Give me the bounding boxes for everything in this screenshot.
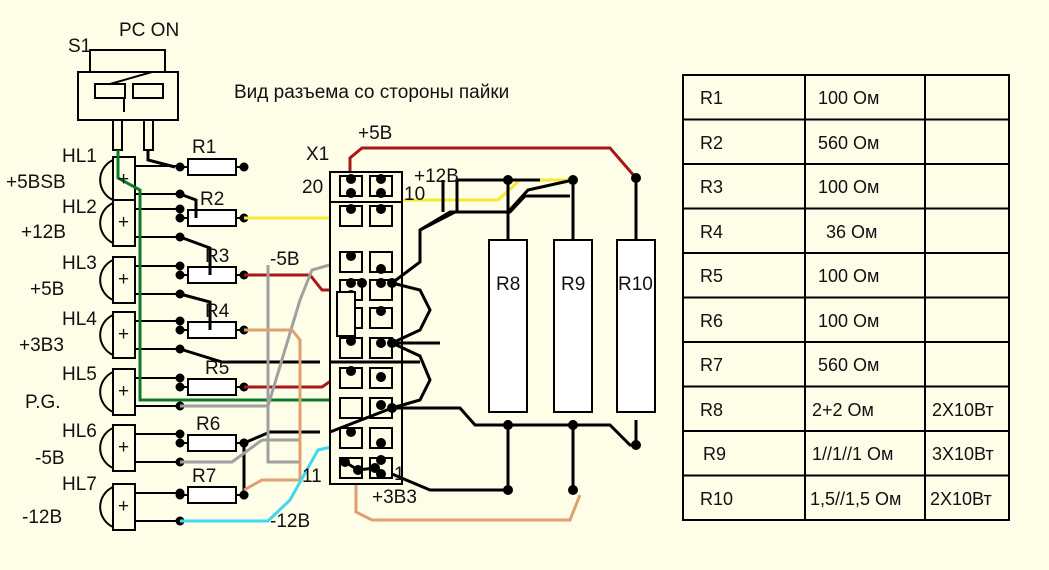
- label-hl3: HL3: [62, 253, 97, 274]
- resistor-r8: [488, 239, 528, 413]
- label-rail-pg: P.G.: [25, 392, 61, 413]
- table-value-5: 100 Ом: [818, 311, 879, 331]
- wire-red-5v: [348, 146, 638, 185]
- resistor-r10: [616, 239, 656, 413]
- resistor-r3: [187, 266, 237, 284]
- label-rail-m5v: -5В: [35, 448, 65, 469]
- led-hl6: [99, 424, 180, 472]
- label-s1: S1: [68, 36, 91, 57]
- table-value-0: 100 Ом: [818, 88, 879, 108]
- table-value-4: 100 Ом: [818, 266, 879, 286]
- label-r5: R5: [205, 358, 229, 379]
- label-x1-12v: +12В: [414, 166, 459, 187]
- connector-x1: [329, 171, 403, 485]
- resistor-r1: [187, 158, 237, 176]
- table-power-9: 2Х10Вт: [930, 489, 992, 509]
- table-ref-0: R1: [700, 88, 723, 108]
- diagram-title: Вид разъема со стороны пайки: [234, 82, 509, 103]
- led-plus-5: +: [118, 381, 129, 402]
- label-r10: R10: [618, 274, 653, 295]
- label-r9: R9: [561, 274, 585, 295]
- label-r7: R7: [192, 466, 216, 487]
- label-pc-on: PC ON: [119, 20, 179, 41]
- label-pin-20: 20: [302, 177, 323, 198]
- wire-cyan-minus12v: [180, 443, 341, 523]
- table-value-2: 100 Ом: [818, 177, 879, 197]
- led-hl2: [99, 199, 180, 247]
- label-x1-3v3: +3В3: [372, 487, 417, 508]
- table-ref-1: R2: [700, 133, 723, 153]
- led-hl4: [99, 311, 180, 359]
- led-hl7: [99, 483, 180, 531]
- led-plus-7: +: [118, 496, 129, 517]
- led-plus-6: +: [118, 437, 129, 458]
- label-pin-1: 1: [394, 464, 405, 485]
- table-value-9: 1,5//1,5 Ом: [810, 489, 901, 509]
- table-ref-5: R6: [700, 311, 723, 331]
- resistor-r5: [187, 378, 237, 396]
- table-ref-3: R4: [700, 222, 723, 242]
- label-x1-m12v: -12В: [270, 511, 310, 532]
- switch-s1: [77, 49, 179, 151]
- load-wiring: [329, 173, 641, 495]
- small-resistor-group: [175, 158, 249, 504]
- resistor-r4: [187, 321, 237, 339]
- led-hl3: [99, 256, 180, 304]
- label-hl6: HL6: [62, 421, 97, 442]
- label-x1-m5v: -5В: [270, 249, 300, 270]
- label-x1-5v: +5В: [358, 123, 392, 144]
- table-ref-8: R9: [703, 444, 726, 464]
- load-resistor-group: [488, 239, 656, 413]
- label-r8: R8: [496, 274, 520, 295]
- label-r6: R6: [196, 414, 220, 435]
- label-rail-3v3: +3В3: [19, 335, 64, 356]
- wire-orange-3v3: [243, 328, 582, 522]
- label-pin-11: 11: [302, 466, 322, 487]
- label-hl1: HL1: [62, 146, 97, 167]
- led-plus-3: +: [118, 269, 129, 290]
- resistor-value-table: R1 100 Ом R2 560 Ом R3 100 Ом R4 36 Ом R…: [682, 74, 1010, 521]
- label-r3: R3: [205, 246, 229, 267]
- table-ref-9: R10: [700, 489, 733, 509]
- label-rail-m12v: -12В: [22, 507, 62, 528]
- label-hl2: HL2: [62, 197, 97, 218]
- label-pin-10: 10: [404, 184, 425, 205]
- label-r4: R4: [205, 301, 230, 322]
- table-power-7: 2Х10Вт: [932, 400, 994, 420]
- led-hl5: [99, 368, 180, 416]
- resistor-r9: [553, 239, 593, 413]
- label-hl7: HL7: [62, 474, 97, 495]
- led-group: [99, 156, 180, 531]
- label-r1: R1: [192, 137, 216, 158]
- table-ref-2: R3: [700, 177, 723, 197]
- label-rail-12v: +12В: [21, 222, 66, 243]
- anode-tree-wiring: [146, 150, 320, 526]
- table-value-3: 36 Ом: [826, 222, 877, 242]
- label-x1: X1: [306, 144, 329, 165]
- table-ref-4: R5: [700, 266, 723, 286]
- label-r2: R2: [200, 189, 224, 210]
- table-ref-6: R7: [700, 355, 723, 375]
- table-value-8: 1//1//1 Ом: [812, 444, 893, 464]
- resistor-r6: [187, 434, 237, 452]
- label-hl5: HL5: [62, 364, 97, 385]
- resistor-r7: [187, 486, 237, 504]
- table-value-7: 2+2 Ом: [812, 400, 874, 420]
- led-plus-2: +: [118, 212, 129, 233]
- table-power-8: 3Х10Вт: [932, 444, 994, 464]
- label-rail-5vsb: +5ВSB: [6, 172, 66, 193]
- led-plus-1: +: [118, 169, 129, 190]
- table-value-1: 560 Ом: [818, 133, 879, 153]
- table-ref-7: R8: [700, 400, 723, 420]
- table-value-6: 560 Ом: [818, 355, 879, 375]
- label-hl4: HL4: [62, 309, 97, 330]
- led-plus-4: +: [118, 324, 129, 345]
- label-rail-5v: +5В: [30, 279, 64, 300]
